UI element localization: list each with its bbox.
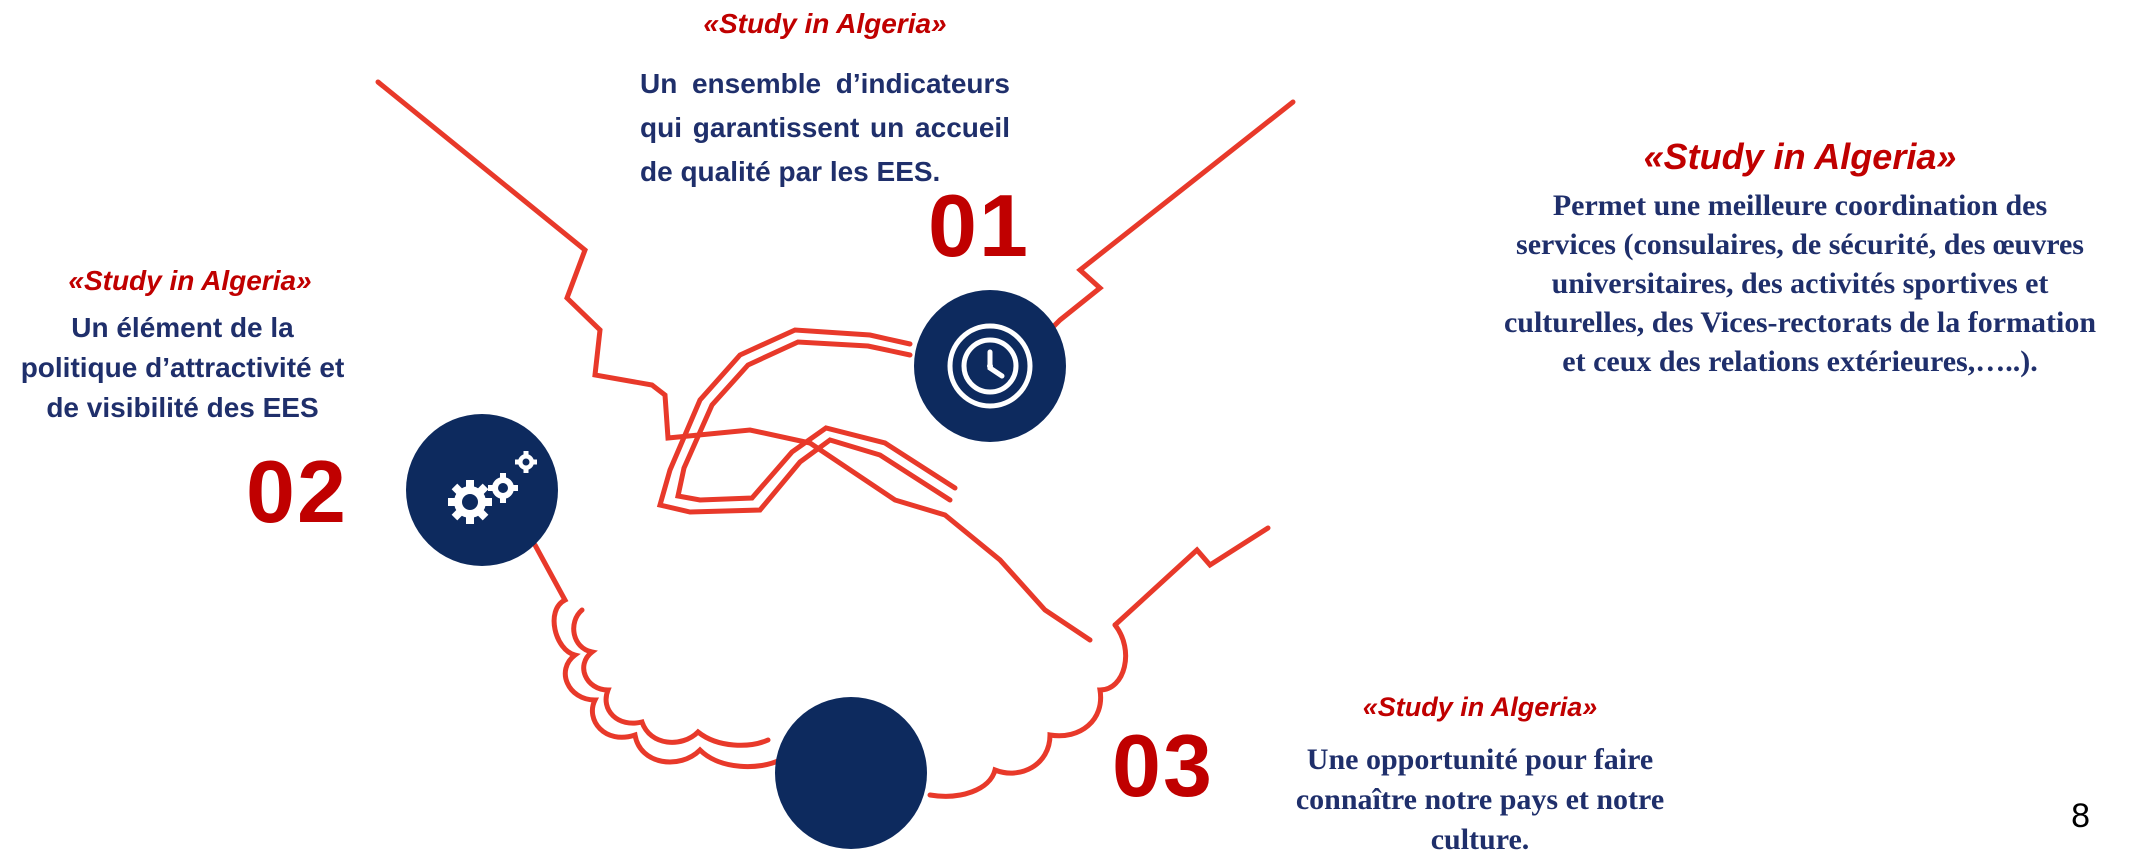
left-arm-outline bbox=[375, 79, 1093, 643]
block-04-text: Permet une meilleure coordination des se… bbox=[1470, 186, 2130, 381]
block-01-line: qui garantissent un accueil bbox=[640, 112, 1010, 143]
block-01-title-wrap: «Study in Algeria» bbox=[640, 8, 1010, 40]
number-01: 01 bbox=[928, 176, 1030, 275]
block-04-title: «Study in Algeria» bbox=[1643, 136, 1957, 177]
block-04-line: universitaires, des activités sportives … bbox=[1551, 267, 2049, 300]
block-01-line: Un ensemble d’indicateurs bbox=[640, 68, 1010, 99]
block-02-line: Un élément de la bbox=[71, 312, 294, 343]
block-04-line: services (consulaires, de sécurité, des … bbox=[1516, 228, 2084, 261]
block-02-title-wrap: «Study in Algeria» bbox=[20, 265, 360, 297]
clock-icon bbox=[947, 323, 1033, 409]
block-04-title-wrap: «Study in Algeria» bbox=[1470, 136, 2130, 178]
page-number: 8 bbox=[2071, 797, 2090, 835]
right-cuff-outline bbox=[1112, 525, 1271, 628]
block-04-line: culturelles, des Vices-rectorats de la f… bbox=[1503, 306, 2097, 339]
block-03-line: connaître notre pays et notre bbox=[1295, 783, 1665, 816]
block-01-text: Un ensemble d’indicateurs qui garantisse… bbox=[640, 62, 1010, 194]
block-02-title: «Study in Algeria» bbox=[68, 265, 312, 296]
block-03-line: culture. bbox=[1430, 823, 1530, 856]
number-03: 03 bbox=[1112, 716, 1214, 815]
block-02-text: Un élément de la politique d’attractivit… bbox=[0, 308, 365, 428]
block-02-line: politique d’attractivité et bbox=[20, 352, 345, 383]
number-02: 02 bbox=[246, 442, 348, 541]
left-palm-inner bbox=[675, 339, 958, 503]
fingers-inner bbox=[571, 607, 771, 748]
circle-03 bbox=[775, 697, 927, 849]
block-03-title: «Study in Algeria» bbox=[1362, 692, 1598, 722]
block-04-line: Permet une meilleure coordination des bbox=[1552, 189, 2048, 222]
block-02-line: de visibilité des EES bbox=[46, 392, 319, 423]
block-01-line: de qualité par les EES. bbox=[640, 156, 941, 187]
fingers-outline bbox=[532, 542, 1129, 799]
block-03-line: Une opportunité pour faire bbox=[1306, 743, 1654, 776]
block-03-title-wrap: «Study in Algeria» bbox=[1270, 692, 1690, 723]
block-03-text: Une opportunité pour faire connaître not… bbox=[1260, 740, 1700, 860]
block-01-title: «Study in Algeria» bbox=[703, 8, 947, 39]
right-arm-outline bbox=[1047, 99, 1296, 333]
block-04-line: et ceux des relations extérieures,…..). bbox=[1562, 345, 2038, 378]
gears-icon bbox=[448, 451, 537, 524]
left-palm-outline bbox=[656, 327, 953, 515]
